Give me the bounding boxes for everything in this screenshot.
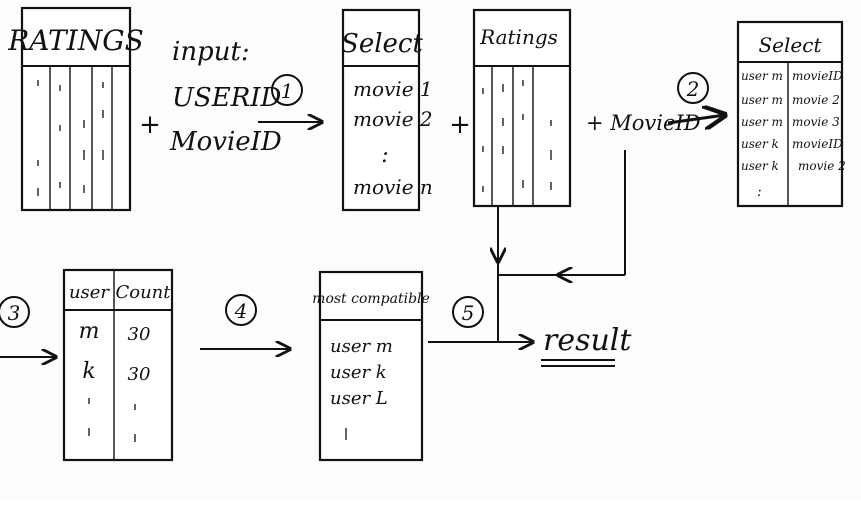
select-movies-item-2: movie 2 <box>353 107 433 131</box>
ratings-table-mid: Ratings <box>472 8 572 208</box>
arrow-2 <box>667 115 725 123</box>
select-users-ellipsis: : <box>757 184 762 200</box>
select-users-user-5: user k <box>741 159 779 173</box>
count-table: user Count m k 30 30 <box>62 268 174 462</box>
select-users-movie-1: movieID <box>792 69 843 83</box>
step-1-circle <box>271 74 303 106</box>
count-col-user: user <box>69 282 110 303</box>
ratings-mid-title: Ratings <box>479 25 558 49</box>
merge-connectors <box>498 150 626 342</box>
result-label: result <box>543 323 632 358</box>
select-users-user-4: user k <box>741 137 779 151</box>
step-1-label: 1 <box>281 79 294 103</box>
most-compatible-item-3: user L <box>330 388 388 409</box>
plus-sign-1: + <box>139 110 161 140</box>
input-label: input: <box>172 37 250 67</box>
step-4-label: 4 <box>234 299 248 323</box>
count-user-k: k <box>82 359 95 384</box>
select-users-movie-2: movie 2 <box>792 93 840 107</box>
select-movies-item-1: movie 1 <box>353 77 433 101</box>
plus-movieid-label: + MovieID <box>586 111 701 135</box>
count-value-k: 30 <box>128 364 151 385</box>
count-value-m: 30 <box>128 324 151 345</box>
ratings-table-left: RATINGS <box>7 6 144 212</box>
select-movies-item-n: movie n <box>353 175 433 199</box>
step-3-circle <box>0 296 30 328</box>
count-col-count: Count <box>115 282 171 303</box>
step-2-circle <box>677 72 709 104</box>
most-compatible-title: most compatible <box>312 291 430 307</box>
select-users-movie-3: movie 3 <box>792 115 840 129</box>
most-compatible-table: most compatible user m user k user L <box>312 270 430 462</box>
select-movies-ellipsis: : <box>381 143 388 168</box>
input-field-userid: USERID <box>172 83 282 113</box>
select-movies-title: Select <box>341 29 423 59</box>
select-users-movie-5: movie 2 <box>798 159 846 173</box>
ratings-left-marks <box>37 80 104 196</box>
select-users-user-1: user m <box>741 69 783 83</box>
select-users-user-3: user m <box>741 115 783 129</box>
ratings-mid-marks <box>482 80 552 192</box>
step-4-circle <box>225 294 257 326</box>
step-5-circle <box>452 296 484 328</box>
most-compatible-item-2: user k <box>330 362 387 383</box>
ratings-left-title: RATINGS <box>7 24 144 57</box>
most-compatible-item-1: user m <box>330 336 393 357</box>
plus-sign-2: + <box>449 110 471 140</box>
input-field-movieid: MovieID <box>169 127 282 157</box>
select-users-movie-4: movieID <box>792 137 843 151</box>
select-users-table: Select user m user m user m user k user … <box>736 20 846 208</box>
select-users-title: Select <box>758 33 822 57</box>
step-2-label: 2 <box>686 77 700 101</box>
count-table-marks <box>88 398 136 442</box>
select-movies-table: Select movie 1 movie 2 : movie n <box>341 8 433 212</box>
input-block: input: USERID MovieID <box>169 37 282 157</box>
step-5-label: 5 <box>462 301 475 325</box>
count-user-m: m <box>79 319 100 344</box>
select-users-user-2: user m <box>741 93 783 107</box>
step-3-label: 3 <box>8 301 21 325</box>
